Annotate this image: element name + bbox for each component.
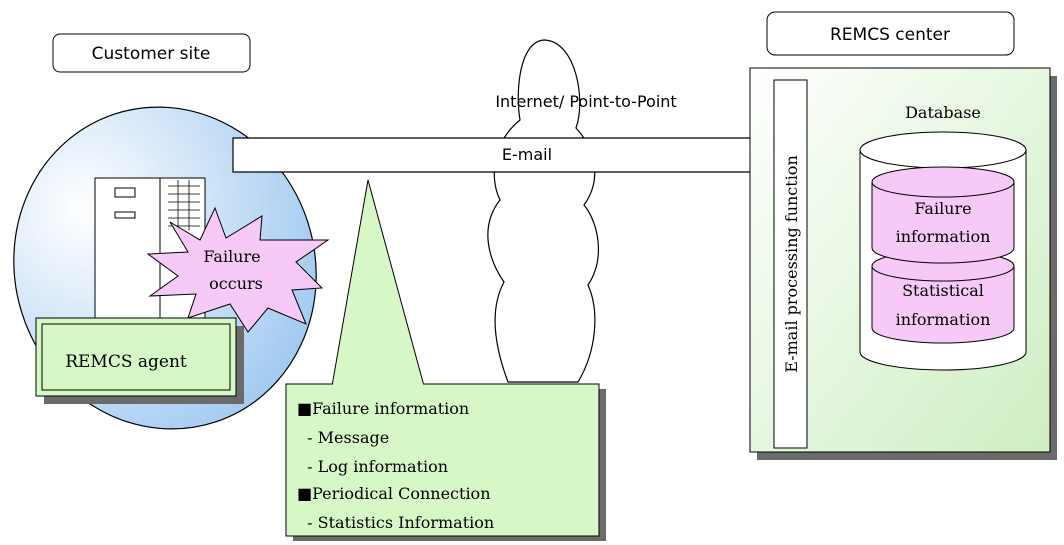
- callout-line-0: ■Failure information: [297, 399, 469, 418]
- statistical-info-line1: Statistical: [902, 281, 984, 300]
- callout-line-3: ■Periodical Connection: [297, 484, 491, 503]
- failure-info-cylinder: Failure information: [871, 166, 1015, 264]
- database-cylinder: Statistical information Failure informat…: [859, 131, 1027, 371]
- failure-burst-line1: Failure: [203, 247, 260, 266]
- customer-site-label: Customer site: [92, 44, 211, 64]
- info-callout: ■Failure information - Message - Log inf…: [285, 179, 606, 541]
- callout-line-2: - Log information: [297, 457, 448, 476]
- network-label: Internet/ Point-to-Point: [495, 92, 676, 111]
- callout-line-4: - Statistics Information: [297, 513, 494, 532]
- database-label: Database: [905, 103, 981, 122]
- failure-info-line2: information: [896, 227, 991, 246]
- statistical-info-cylinder: Statistical information: [871, 250, 1015, 344]
- remcs-center-label: REMCS center: [830, 25, 950, 45]
- remcs-agent-box: REMCS agent: [35, 317, 244, 404]
- failure-info-line1: Failure: [914, 199, 971, 218]
- email-arrow-label: E-mail: [502, 145, 552, 164]
- statistical-info-line2: information: [896, 310, 991, 329]
- email-processing-label: E-mail processing function: [782, 155, 801, 373]
- remcs-center-label-box: REMCS center: [766, 11, 1015, 56]
- failure-burst-line2: occurs: [209, 274, 263, 293]
- remcs-agent-label: REMCS agent: [65, 352, 187, 372]
- failure-burst: Failure occurs: [146, 206, 330, 333]
- email-processing-box: E-mail processing function: [773, 79, 808, 449]
- customer-site-label-box: Customer site: [52, 33, 251, 73]
- callout-line-1: - Message: [297, 428, 389, 447]
